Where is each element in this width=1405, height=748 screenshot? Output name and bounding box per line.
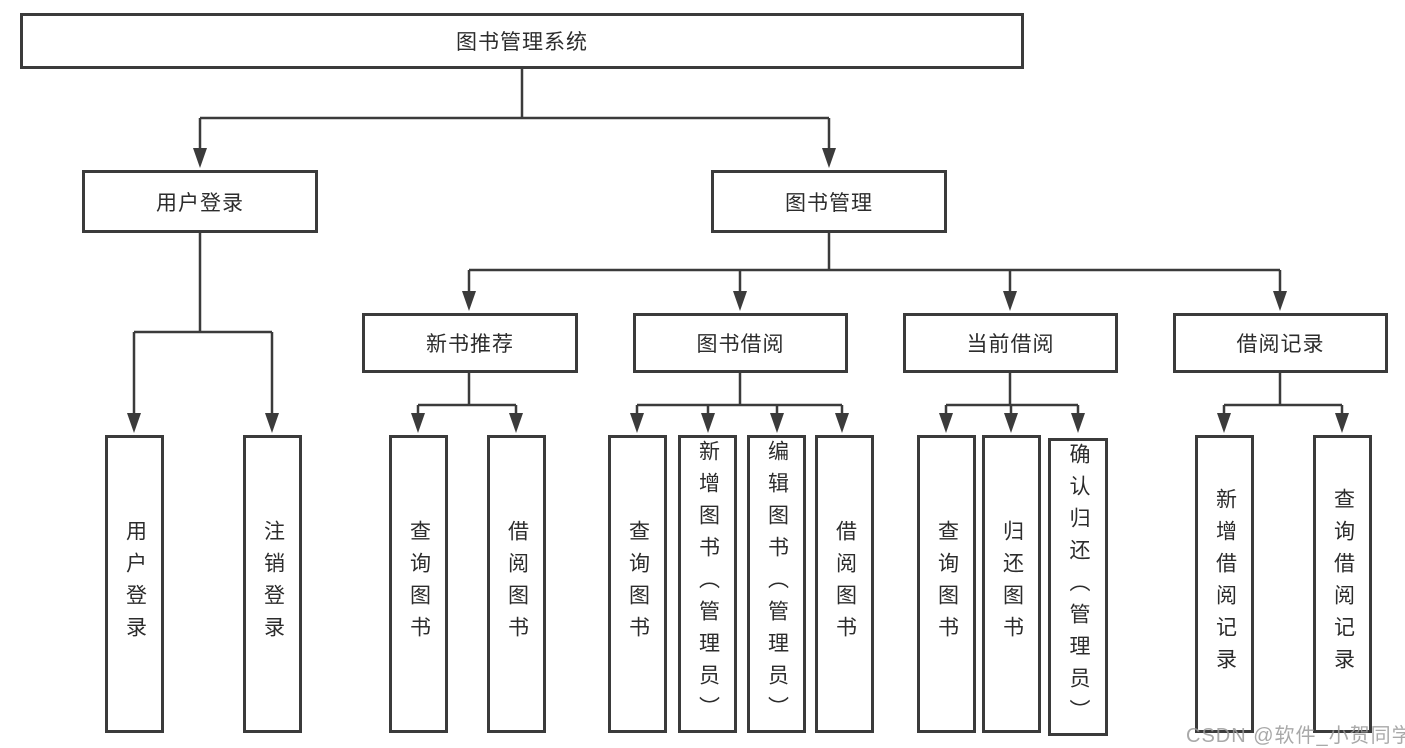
leaf-logout-label: 注销登录 <box>261 520 285 648</box>
leaf-confirm-return-admin: 确认归还（管理员） <box>1048 438 1108 736</box>
leaf-return-books: 归还图书 <box>982 435 1041 733</box>
leaf-add-books-admin-label: 新增图书（管理员） <box>696 440 720 728</box>
leaf-add-borrow-record: 新增借阅记录 <box>1195 435 1254 733</box>
node-book-borrow-label: 图书借阅 <box>696 333 785 356</box>
leaf-user-login: 用户登录 <box>105 435 164 733</box>
leaf-borrow-books-label: 借阅图书 <box>833 520 857 648</box>
leaf-borrow-query-books: 查询图书 <box>608 435 667 733</box>
leaf-current-query-books: 查询图书 <box>917 435 976 733</box>
node-current-borrow-label: 当前借阅 <box>966 333 1055 356</box>
node-book-management: 图书管理 <box>711 170 947 233</box>
node-user-login: 用户登录 <box>82 170 318 233</box>
node-book-management-label: 图书管理 <box>785 191 873 215</box>
leaf-add-books-admin: 新增图书（管理员） <box>678 435 737 733</box>
node-root: 图书管理系统 <box>20 13 1024 69</box>
leaf-recommend-borrow-books-label: 借阅图书 <box>505 520 529 648</box>
leaf-recommend-query-books-label: 查询图书 <box>407 520 431 648</box>
node-user-login-label: 用户登录 <box>156 191 244 215</box>
leaf-return-books-label: 归还图书 <box>1000 520 1024 648</box>
node-new-book-recommend: 新书推荐 <box>362 313 578 373</box>
node-book-borrow: 图书借阅 <box>633 313 848 373</box>
leaf-confirm-return-admin-label: 确认归还（管理员） <box>1067 443 1090 731</box>
leaf-borrow-books: 借阅图书 <box>815 435 874 733</box>
leaf-query-borrow-record-label: 查询借阅记录 <box>1331 488 1355 680</box>
leaf-user-login-label: 用户登录 <box>123 520 147 648</box>
leaf-current-query-books-label: 查询图书 <box>935 520 959 648</box>
csdn-watermark: CSDN @软件_小贺同学 <box>1186 725 1405 747</box>
node-root-label: 图书管理系统 <box>456 31 588 54</box>
node-current-borrow: 当前借阅 <box>903 313 1118 373</box>
leaf-logout: 注销登录 <box>243 435 302 733</box>
leaf-edit-books-admin: 编辑图书（管理员） <box>747 435 806 733</box>
leaf-edit-books-admin-label: 编辑图书（管理员） <box>765 440 789 728</box>
arrowheads <box>127 148 1349 433</box>
leaf-recommend-borrow-books: 借阅图书 <box>487 435 546 733</box>
leaf-recommend-query-books: 查询图书 <box>389 435 448 733</box>
node-borrow-records-label: 借阅记录 <box>1236 333 1325 356</box>
node-borrow-records: 借阅记录 <box>1173 313 1388 373</box>
leaf-add-borrow-record-label: 新增借阅记录 <box>1213 488 1237 680</box>
leaf-query-borrow-record: 查询借阅记录 <box>1313 435 1372 733</box>
node-new-book-recommend-label: 新书推荐 <box>426 333 514 356</box>
leaf-borrow-query-books-label: 查询图书 <box>626 520 650 648</box>
